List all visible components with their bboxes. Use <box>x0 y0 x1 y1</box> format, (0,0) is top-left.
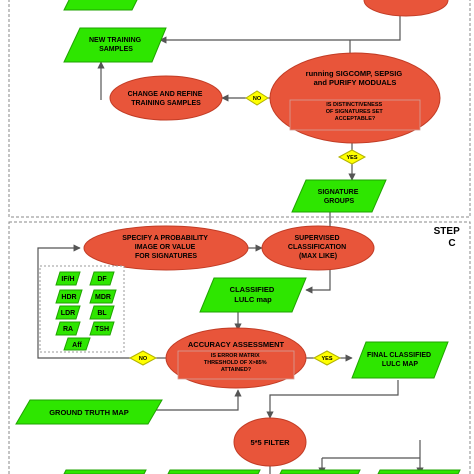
param-label-1: IF/H <box>61 276 74 283</box>
bottom-left-data-shape-2 <box>167 469 261 474</box>
signature-groups-node <box>291 179 387 213</box>
step-b-section-border <box>8 0 471 218</box>
filter-label: 5*5 FILTER <box>250 438 290 447</box>
change-refine-label: CHANGE AND REFINE TRAINING SAMPLES <box>128 91 205 107</box>
distinctiveness-question-box <box>289 99 421 131</box>
yes-decision-2 <box>312 350 342 366</box>
bottom-right-data-shape-1 <box>279 469 361 474</box>
ground-truth-map-node <box>15 399 163 425</box>
param-box-8 <box>89 321 115 336</box>
accuracy-assessment-label: ACCURACY ASSESSMENT <box>188 340 285 349</box>
specify-probability-node <box>83 225 249 271</box>
param-box-7 <box>55 321 81 336</box>
no-decision-1 <box>245 90 269 106</box>
param-box-4 <box>89 289 117 304</box>
no-decision-1-label: NO <box>253 96 262 102</box>
param-label-2: DF <box>97 276 107 283</box>
connector-supervised-to-classified <box>305 268 331 294</box>
accuracy-question-label: IS ERROR MATRIX THRESHOLD OF X>85% ATTAI… <box>204 353 268 373</box>
step-c-section-border <box>8 221 471 474</box>
supervised-classification-node <box>261 225 375 271</box>
param-label-7: RA <box>63 326 73 333</box>
no-decision-2 <box>128 350 158 366</box>
param-label-8: TSH <box>95 326 109 333</box>
connector-ground-truth-to-accuracy <box>136 389 242 411</box>
param-label-5: LDR <box>61 310 75 317</box>
classified-map-label: CLASSIFIED LULC map <box>230 285 277 304</box>
param-box-3 <box>55 289 83 304</box>
no-decision-2-label: NO <box>139 356 148 362</box>
param-box-5 <box>55 305 81 320</box>
param-label-9: Aff <box>72 342 82 349</box>
new-training-samples-node <box>63 27 167 63</box>
param-label-4: MDR <box>95 294 111 301</box>
accuracy-question-box <box>177 350 295 380</box>
param-label-6: BL <box>97 310 107 317</box>
param-label-3: HDR <box>61 294 76 301</box>
bottom-right-data-shape-2 <box>377 469 461 474</box>
top-left-data-shape <box>63 0 138 11</box>
connector-no2-loop <box>37 244 130 359</box>
step-c-label: STEP C <box>434 226 463 249</box>
ground-truth-map-label: GROUND TRUTH MAP <box>49 408 129 417</box>
running-modules-label: running SIGCOMP, SEPSIG and PURIFY MODUA… <box>306 69 405 87</box>
parameters-group: IF/H DF HDR MDR LDR BL RA TSH Aff <box>55 271 117 351</box>
signature-groups-label: SIGNATURE GROUPS <box>318 189 361 205</box>
yes-decision-1-label: YES <box>346 155 357 161</box>
final-map-label: FINAL CLASSIFIED LULC MAP <box>367 352 433 368</box>
supervised-classification-label: SUPERVISED CLASSIFICATION (MAX LIKE) <box>288 235 348 260</box>
yes-decision-1 <box>337 149 367 165</box>
param-box-2 <box>89 271 115 286</box>
top-right-process-shape <box>363 0 449 17</box>
yes-decision-2-label: YES <box>321 356 332 362</box>
param-box-9 <box>63 337 91 351</box>
param-box-1 <box>55 271 81 286</box>
distinctiveness-question-label: IS DISTINCTIVENESS OF SIGNATURES SET ACC… <box>326 102 385 122</box>
bottom-left-data-shape-1 <box>63 469 147 474</box>
connector-top-right <box>159 12 401 44</box>
specify-probability-label: SPECIFY A PROBABILITY IMAGE OR VALUE FOR… <box>122 235 210 260</box>
filter-node <box>233 417 307 467</box>
change-refine-node <box>109 75 223 121</box>
classified-map-node <box>199 277 307 313</box>
connectors <box>37 0 424 474</box>
connector-final-to-filter <box>266 380 399 419</box>
final-map-node <box>351 341 449 379</box>
param-box-6 <box>89 305 115 320</box>
new-training-samples-label: NEW TRAINING SAMPLES <box>89 37 143 53</box>
